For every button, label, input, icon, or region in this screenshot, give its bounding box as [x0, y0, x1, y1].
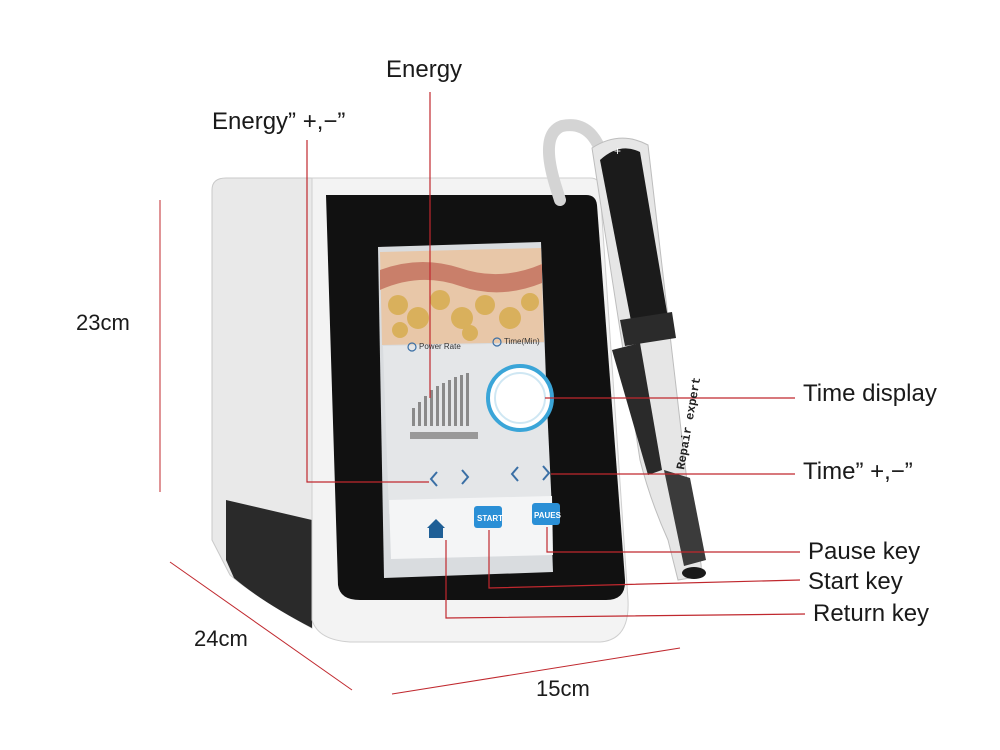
power-rate-label: Power Rate: [419, 342, 461, 351]
energy-adjust-callout-line: [306, 140, 429, 483]
handpiece-tip: [682, 567, 706, 579]
time-label: Time(Min): [504, 337, 540, 346]
touch-screen: [378, 242, 560, 578]
depth-dimension-line: [169, 561, 353, 691]
pause-key-callout-line: [546, 527, 800, 553]
return-key-label: Return key: [813, 600, 930, 627]
pause-key-label: Pause key: [808, 538, 921, 565]
pause-button-shape: [532, 503, 560, 525]
energy-label: Energy: [386, 56, 463, 83]
start-button[interactable]: START: [477, 514, 503, 523]
energy-bars: [410, 373, 478, 439]
energy-plus-arrow: [461, 469, 470, 485]
start-key-label: Start key: [808, 568, 903, 595]
start-key-callout-line: [488, 530, 801, 589]
return-key-callout-line: [445, 540, 806, 619]
handpiece: [591, 137, 706, 581]
energy-adjust-label: Energy” +,−”: [212, 108, 346, 135]
home-icon: [427, 519, 445, 538]
time-adjust-label: Time” +,−”: [803, 458, 913, 485]
time-plus-arrow: [542, 465, 551, 481]
depth-dimension-label: 24cm: [194, 626, 248, 651]
height-dimension-label: 23cm: [76, 310, 130, 335]
width-dimension-label: 15cm: [536, 676, 590, 701]
pause-button[interactable]: PAUES: [534, 511, 562, 520]
width-dimension-line: [391, 647, 681, 695]
time-display-label: Time display: [803, 380, 937, 407]
handpiece-plus-mark: +: [614, 144, 621, 158]
start-button-shape: [474, 506, 502, 528]
energy-minus-arrow: [429, 471, 438, 487]
time-minus-arrow: [510, 466, 519, 482]
